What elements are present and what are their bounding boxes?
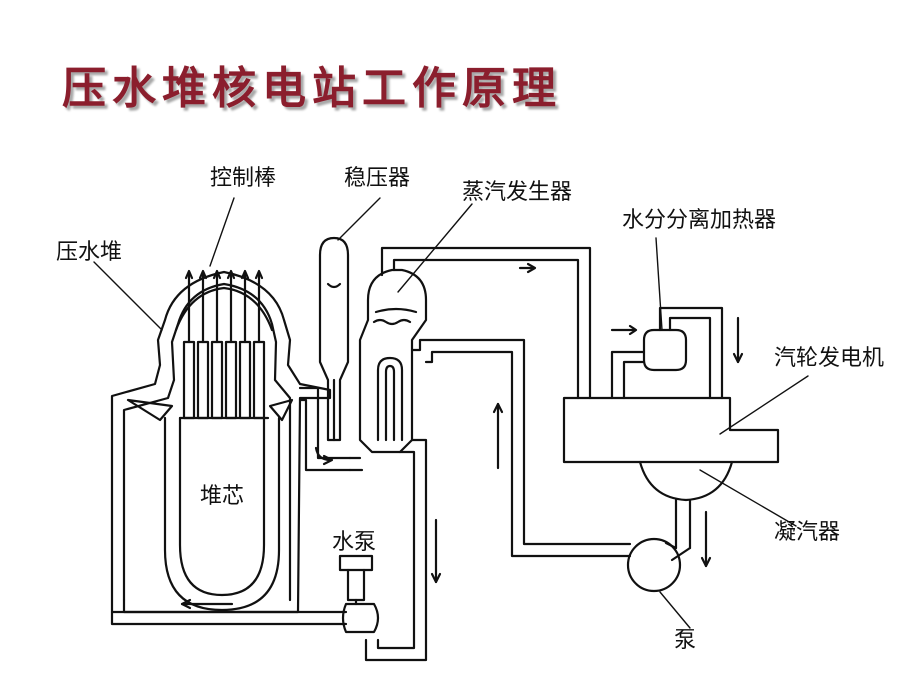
- label-turbine-generator: 汽轮发电机: [774, 346, 885, 371]
- condensate-pump: [626, 537, 692, 593]
- condenser: [638, 460, 734, 550]
- primary-cold-leg: [110, 438, 428, 662]
- control-rods: [184, 269, 264, 344]
- label-condenser: 凝汽器: [774, 520, 841, 545]
- flow-arrows: [180, 262, 744, 610]
- label-core: 堆芯: [200, 484, 245, 509]
- primary-hot-leg: [298, 386, 352, 472]
- pressurizer: [318, 236, 350, 442]
- label-water-pump: 水泵: [332, 530, 377, 555]
- reactor-vessel: [110, 270, 332, 614]
- feedwater-line: [410, 338, 632, 558]
- label-steam-generator: 蒸汽发生器: [462, 180, 573, 205]
- label-moisture-separator-reheater: 水分分离加热器: [622, 208, 777, 233]
- leader-lines: [93, 197, 809, 629]
- main-steam-line: [380, 246, 592, 400]
- moisture-separator-reheater: [610, 306, 724, 400]
- label-control-rods: 控制棒: [210, 166, 277, 191]
- turbine-generator: [562, 396, 780, 464]
- page-title: 压水堆核电站工作原理: [62, 63, 562, 114]
- water-pump: [338, 554, 380, 634]
- fuel-assemblies: [178, 340, 270, 420]
- label-reactor: 压水堆: [56, 240, 123, 265]
- label-pressurizer: 稳压器: [344, 166, 411, 191]
- label-pump: 泵: [674, 628, 697, 653]
